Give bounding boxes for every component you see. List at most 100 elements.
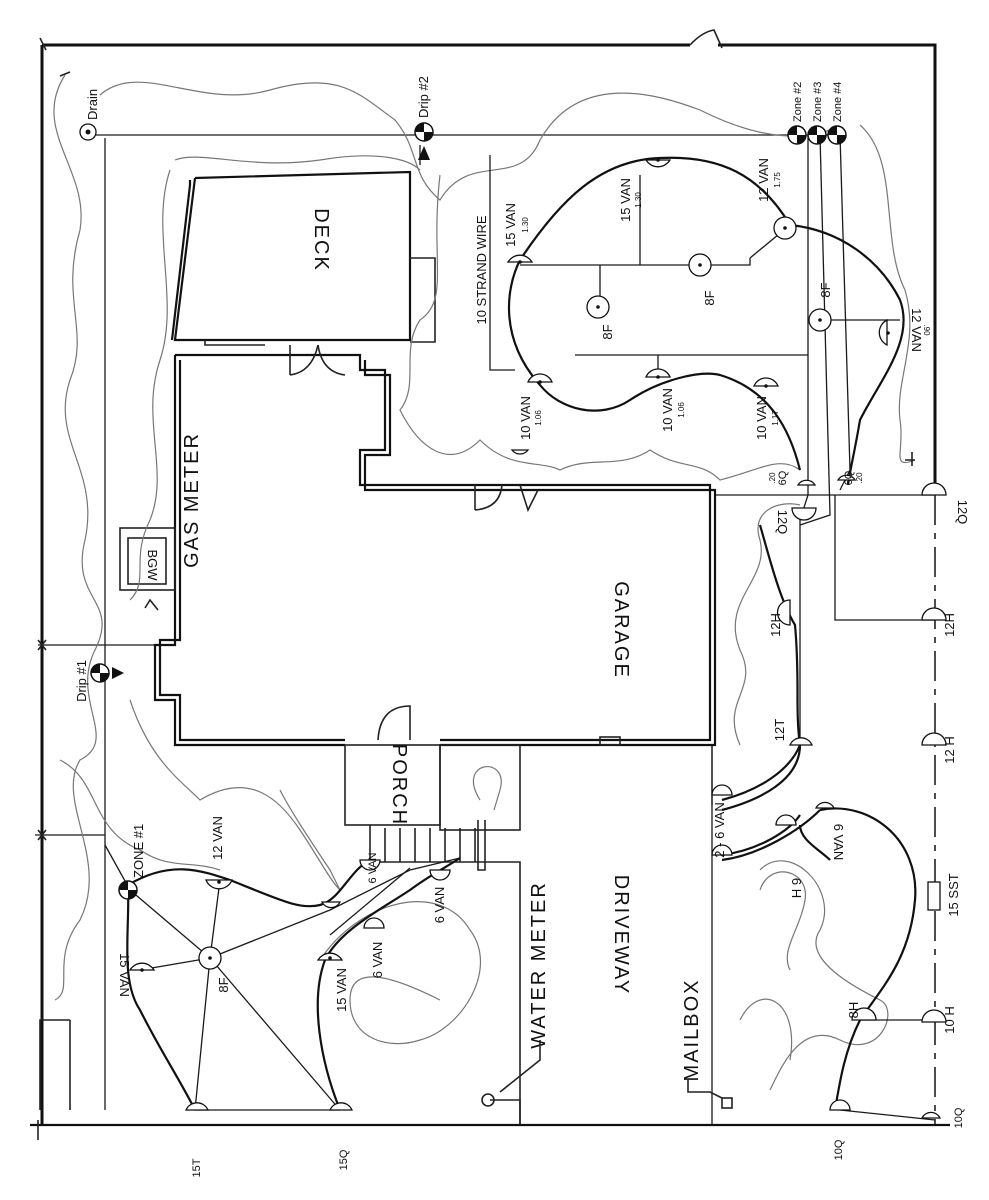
driveway: DRIVEWAY WATER METER MAILBOX [481, 745, 733, 1125]
head-6van-a [814, 801, 836, 809]
label-10van-b: 10 VAN [660, 388, 675, 432]
lateral-lines [104, 134, 936, 1121]
head-10van-c [753, 377, 779, 387]
porch-label: PORCH [388, 744, 410, 826]
label-8f-right: 8F [818, 282, 833, 297]
label-10van-a-flow: 1.06 [534, 410, 543, 426]
head-12van-right [878, 318, 888, 347]
valves [79, 122, 847, 900]
head-12q-a [791, 507, 817, 521]
zone4-label: Zone #4 [832, 82, 844, 122]
zone3-label: Zone #3 [812, 82, 824, 122]
label-6van-m: 6 VAN [370, 942, 385, 979]
head-6van-n [429, 869, 451, 881]
head-10h [921, 1009, 947, 1023]
head-10q-b [920, 1111, 942, 1119]
label-15t: 15T [191, 1158, 203, 1177]
label-15sst: 15 SST [946, 873, 961, 916]
head-8h [851, 1007, 877, 1021]
head-6q-a [796, 479, 817, 486]
head-10van-a [527, 373, 553, 383]
head-12t [789, 737, 813, 746]
drip2-valve [414, 122, 434, 160]
label-6van-a: 6 VAN [831, 824, 846, 861]
shrub-beds [53, 74, 916, 1091]
label-2-6van: 2 - 6 VAN [712, 802, 727, 857]
label-6q-b: 6Q [843, 470, 855, 485]
head-10van-b [645, 368, 671, 378]
label-12van-l: 12 VAN [210, 816, 225, 860]
label-8h: 8H [846, 1002, 861, 1019]
label-10van-b-flow: 1.06 [677, 402, 686, 418]
valve-labels: Drain Drip #2 Drip #1 ZONE #1 Zone #2 Zo… [74, 76, 844, 878]
drip1-valve [90, 663, 124, 683]
drip1-label: Drip #1 [74, 660, 89, 702]
label-8f-mid: 8F [600, 324, 615, 339]
zone-curves [126, 156, 917, 1111]
label-15van-m: 15 VAN [334, 968, 349, 1012]
label-15van-top: 15 VAN [503, 203, 518, 247]
label-10q-a: 10Q [833, 1139, 845, 1160]
gas-meter: GAS METER BGW [119, 432, 203, 591]
head-6q-b [836, 474, 857, 481]
zone1-valve [118, 880, 138, 900]
zone2-label: Zone #2 [792, 82, 804, 122]
marks [37, 37, 915, 841]
deck: DECK [170, 170, 436, 346]
zone2-valve [787, 125, 807, 145]
sprinkler-heads [128, 158, 947, 1119]
deck-label: DECK [310, 208, 332, 272]
head-12h-b [921, 607, 947, 621]
label-6h: 6 H [789, 878, 804, 898]
head-10q-a [829, 1099, 851, 1111]
wire-label: 10 STRAND WIRE [474, 215, 489, 324]
label-10q-b: 10Q [953, 1107, 965, 1128]
label-6q-a: 6Q [777, 470, 789, 485]
porch: PORCH [344, 744, 521, 1125]
label-10van-c: 10 VAN [754, 396, 769, 440]
head-15q [329, 1102, 353, 1111]
drip2-label: Drip #2 [416, 76, 431, 118]
label-6q-a-flow: .20 [768, 472, 777, 484]
gas-meter-label: GAS METER [181, 432, 203, 568]
head-12q-b [921, 482, 947, 496]
head-15van-top2 [644, 159, 672, 168]
fence-line [35, 134, 935, 1110]
label-12van-right-flow: .90 [922, 324, 931, 336]
bgw-label: BGW [145, 549, 160, 581]
property-boundary [30, 29, 950, 1140]
head-labels: 15 VAN 1.30 15 VAN 1.30 12 VAN 1.75 8F 8… [117, 158, 970, 1177]
label-12h-a: 12H [768, 613, 783, 637]
head-6van-m [363, 917, 385, 929]
label-12van-top-flow: 1.75 [773, 172, 782, 188]
head-12van-l [205, 879, 233, 890]
head-12h-a [776, 599, 791, 626]
driveway-label: DRIVEWAY [610, 875, 632, 995]
label-12q-a: 12Q [775, 510, 790, 535]
head-15van-top [506, 254, 534, 263]
head-12h-c [921, 732, 947, 746]
label-6van-n: 6 VAN [432, 887, 447, 924]
head-15van-l [128, 962, 156, 971]
water-meter-label: WATER METER [528, 881, 550, 1049]
label-15q: 15Q [338, 1149, 350, 1170]
label-15van-top-flow: 1.30 [521, 217, 530, 233]
zone3-valve [807, 125, 827, 145]
drain-label: Drain [85, 89, 100, 120]
label-12q-b: 12Q [955, 500, 970, 525]
label-12h-b: 12H [942, 613, 957, 637]
head-15sst [927, 881, 941, 911]
label-12t: 12T [772, 719, 787, 741]
head-6van-l [359, 859, 381, 871]
zone4-valve [827, 125, 847, 145]
label-15van-top2: 15 VAN [618, 178, 633, 222]
label-10h: 10 H [942, 1006, 957, 1033]
label-6van-l: 6 VAN [367, 852, 379, 883]
label-8f-l: 8F [216, 977, 231, 992]
label-15van-l: 15 VAN [117, 953, 132, 997]
head-15t [185, 1102, 209, 1111]
label-10van-c-flow: 1.17 [771, 410, 780, 426]
label-12van-top: 12 VAN [756, 158, 771, 202]
label-6q-b-flow: .20 [855, 472, 864, 484]
